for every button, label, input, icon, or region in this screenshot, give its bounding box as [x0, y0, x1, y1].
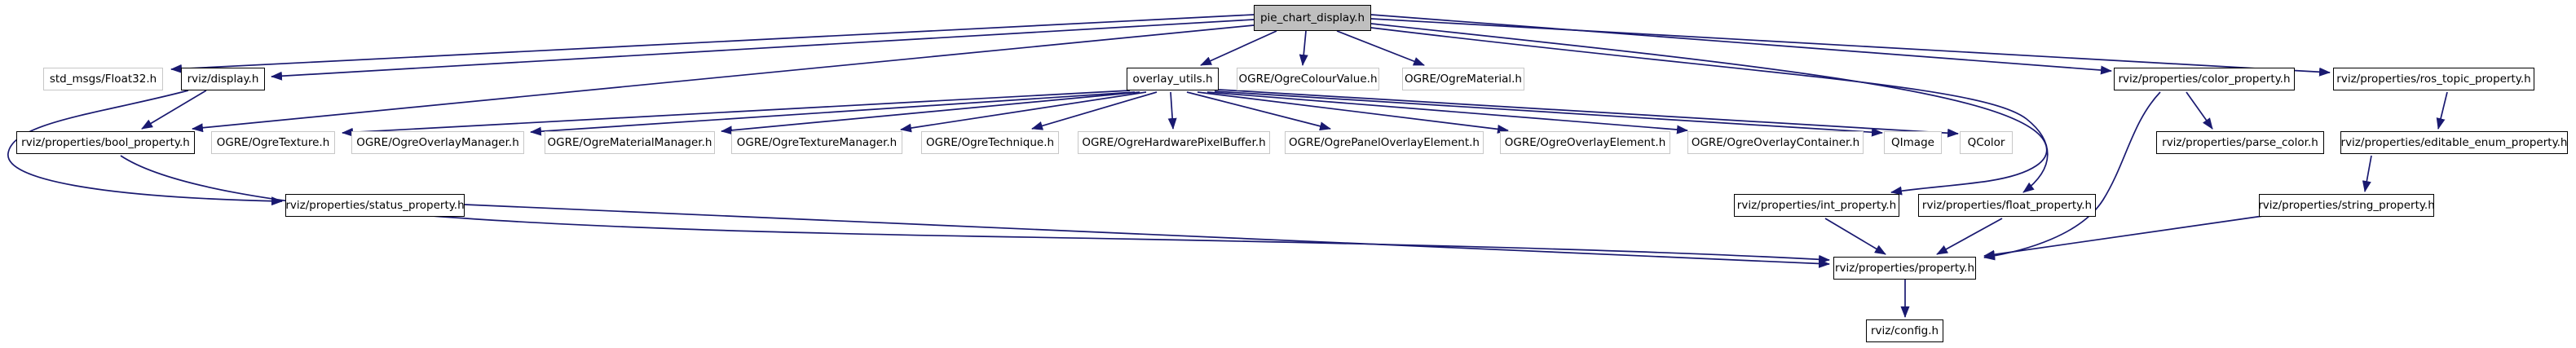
edge-pie-to-ros-topic-prop [1370, 18, 2331, 77]
edge-pie-to-color-prop [1370, 14, 2112, 75]
node-rviz-config[interactable]: rviz/config.h [1866, 319, 1943, 342]
edge-pie-to-bool-prop [192, 24, 1255, 133]
edge-display-to-bool-prop [141, 90, 207, 130]
edge-pie-to-float32 [170, 14, 1255, 73]
node-qcolor: QColor [1960, 131, 2013, 154]
node-ros-topic-property[interactable]: rviz/properties/ros_topic_property.h [2333, 68, 2534, 90]
node-std-msgs-float32: std_msgs/Float32.h [43, 68, 163, 90]
node-parse-color[interactable]: rviz/properties/parse_color.h [2156, 131, 2324, 154]
edge-pie-to-overlay-utils [1200, 30, 1277, 66]
node-rviz-display[interactable]: rviz/display.h [181, 68, 265, 90]
edge-color-prop-to-parse-color [2186, 91, 2213, 130]
edge-overlay-to-hw-pixel-buffer [1167, 91, 1177, 130]
edge-overlay-to-material-mgr [721, 91, 1140, 135]
node-ogre-hardware-pixel-buffer: OGRE/OgreHardwarePixelBuffer.h [1078, 131, 1270, 154]
edge-overlay-to-qcolor [1218, 89, 1959, 138]
edge-ros-topic-to-editable-enum [2436, 91, 2448, 130]
node-int-property[interactable]: rviz/properties/int_property.h [1734, 194, 1899, 217]
edge-pie-to-int-prop [1370, 23, 2048, 196]
node-ogre-texture-manager: OGRE/OgreTextureManager.h [731, 131, 902, 154]
node-ogre-texture: OGRE/OgreTexture.h [211, 131, 335, 154]
node-ogre-panel-overlay-element: OGRE/OgrePanelOverlayElement.h [1285, 131, 1484, 154]
edge-pie-to-display [271, 19, 1255, 81]
node-bool-property[interactable]: rviz/properties/bool_property.h [16, 131, 195, 154]
edge-status-prop-to-property [464, 204, 1830, 268]
edge-pie-to-colourvalue [1299, 30, 1308, 66]
edge-overlay-to-qimage [1214, 90, 1883, 137]
node-ogre-material: OGRE/OgreMaterial.h [1402, 68, 1524, 90]
edge-overlay-to-texture [342, 90, 1131, 137]
node-ogre-overlay-manager: OGRE/OgreOverlayManager.h [351, 131, 524, 154]
edge-overlay-to-technique [1031, 91, 1158, 130]
node-ogre-material-manager: OGRE/OgreMaterialManager.h [545, 131, 715, 154]
node-ogre-overlay-container: OGRE/OgreOverlayContainer.h [1687, 131, 1864, 154]
edge-overlay-to-overlay-container [1206, 91, 1688, 134]
node-color-property[interactable]: rviz/properties/color_property.h [2114, 68, 2295, 90]
edge-float-prop-to-property [1936, 218, 2003, 255]
node-ogre-technique: OGRE/OgreTechnique.h [921, 131, 1059, 154]
edge-editable-enum-to-string-prop [2362, 155, 2372, 192]
edge-int-prop-to-property [1824, 218, 1886, 255]
node-editable-enum-property[interactable]: rviz/properties/editable_enum_property.h [2340, 131, 2568, 154]
node-float-property[interactable]: rviz/properties/float_property.h [1918, 194, 2096, 217]
node-pie-chart-display: pie_chart_display.h [1254, 5, 1371, 31]
edge-display-to-status-prop [7, 90, 283, 206]
edge-overlay-to-panel-overlay-el [1186, 91, 1331, 131]
node-string-property[interactable]: rviz/properties/string_property.h [2258, 194, 2435, 217]
node-ogre-overlay-element: OGRE/OgreOverlayElement.h [1500, 131, 1670, 154]
edge-color-prop-to-property [1983, 91, 2161, 261]
node-overlay-utils[interactable]: overlay_utils.h [1127, 68, 1219, 90]
node-qimage: QImage [1884, 131, 1942, 154]
edge-pie-to-material [1336, 30, 1425, 66]
edge-overlay-to-texture-mgr [900, 91, 1147, 133]
node-property[interactable]: rviz/properties/property.h [1833, 257, 1976, 280]
node-status-property[interactable]: rviz/properties/status_property.h [285, 194, 465, 217]
node-ogre-colourvalue: OGRE/OgreColourValue.h [1237, 68, 1379, 90]
edge-overlay-to-overlay-el [1197, 91, 1509, 134]
edge-pie-to-float-prop [1370, 27, 2049, 193]
edge-overlay-to-overlay-mgr [530, 91, 1136, 136]
edge-string-prop-to-property [1983, 214, 2275, 259]
